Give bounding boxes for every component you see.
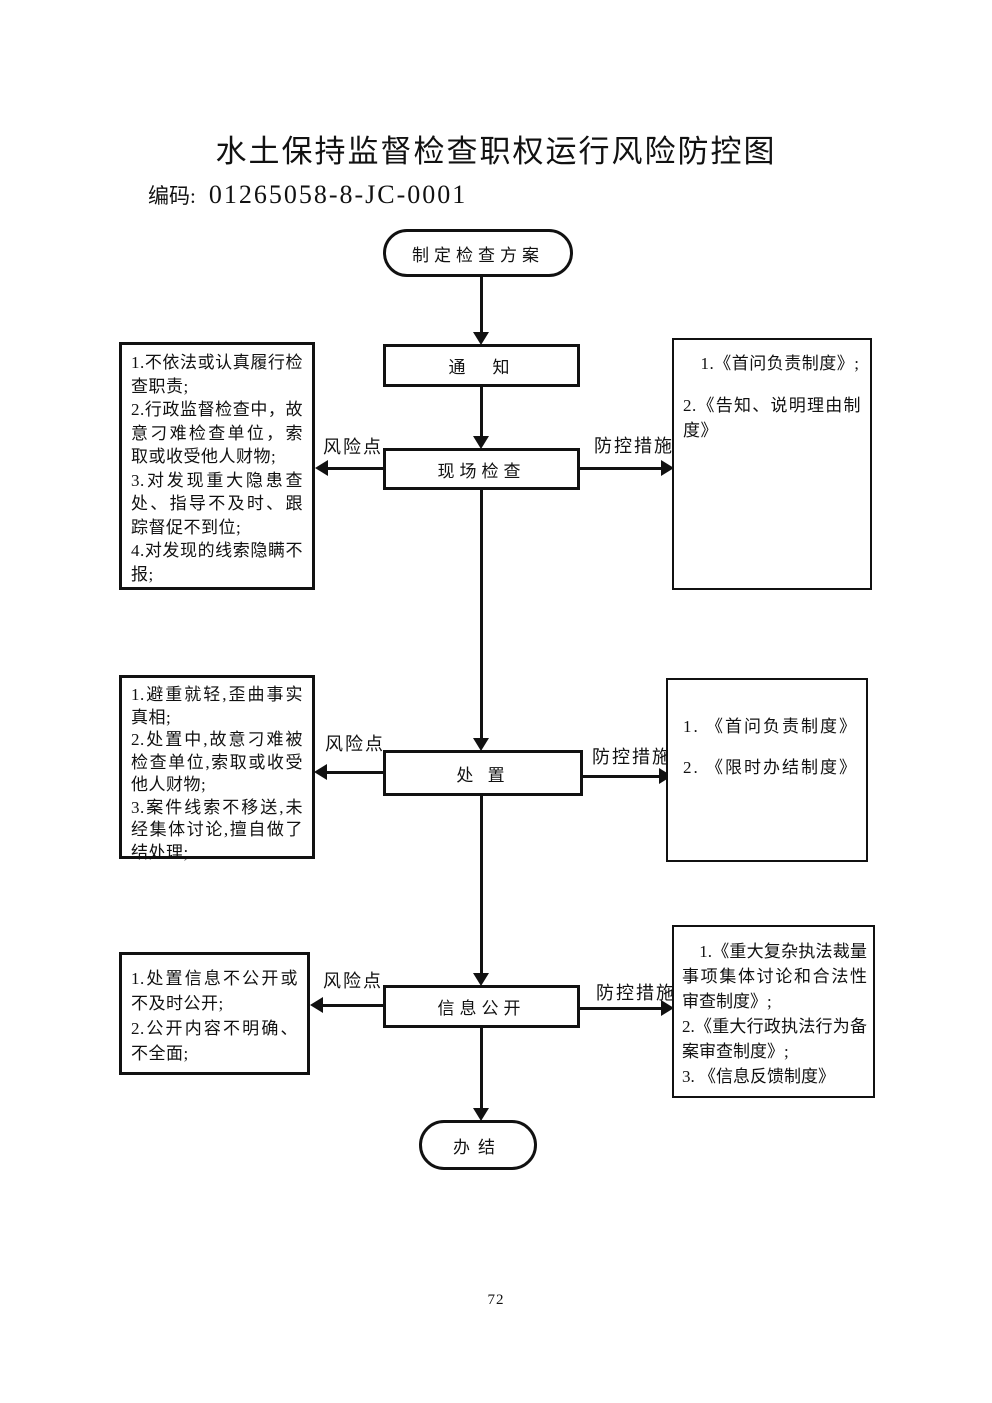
- risk-item: 3.案件线索不移送,未经集体讨论,擅自做了结处理;: [131, 797, 303, 862]
- control-label-publish: 防控措施: [596, 983, 676, 1003]
- control-box-publish: 1.《重大复杂执法裁量事项集体讨论和合法性审查制度》; 2.《重大行政执法行为备…: [672, 925, 875, 1098]
- flow-node-start: 制定检查方案: [383, 229, 573, 277]
- arrow-down-head: [473, 1108, 489, 1121]
- flow-node-end: 办结: [419, 1120, 537, 1170]
- risk-item: 1.处置信息不公开或不及时公开;: [131, 969, 298, 1013]
- arrow-shaft: [321, 1003, 384, 1007]
- flow-node-onsite-inspection: 现场检查: [383, 448, 580, 490]
- arrow-inspect-to-control-box: [579, 460, 674, 476]
- arrow-start-to-notify: [473, 277, 489, 345]
- control-box-dispose: 1. 《首问负责制度》 2. 《限时办结制度》: [666, 678, 868, 862]
- page-title: 水土保持监督检查职权运行风险防控图: [215, 134, 777, 169]
- page-number: 72: [487, 1292, 505, 1308]
- control-item: 2.《重大行政执法行为备案审查制度》;: [682, 1017, 867, 1061]
- arrow-shaft: [326, 466, 384, 470]
- arrow-dispose-to-control-box: [581, 768, 672, 784]
- control-label-inspect: 防控措施: [594, 436, 674, 456]
- document-code: 编码: 01265058-8-JC-0001: [148, 180, 467, 210]
- arrow-shaft: [579, 466, 663, 470]
- risk-item: 2.行政监督检查中，故意刁难检查单位，索取或收受他人财物;: [131, 400, 303, 466]
- risk-item: 1.避重就轻,歪曲事实真相;: [131, 685, 303, 727]
- arrow-down-head: [473, 738, 489, 751]
- arrow-dispose-to-publish: [473, 796, 489, 986]
- arrow-left-head: [315, 460, 328, 476]
- risk-label-dispose: 风险点: [325, 734, 385, 754]
- risk-box-publish: 1.处置信息不公开或不及时公开; 2.公开内容不明确、不全面;: [119, 952, 310, 1075]
- arrow-down-head: [473, 332, 489, 345]
- arrow-inspect-to-risk-box: [315, 460, 384, 476]
- code-label: 编码:: [148, 184, 196, 208]
- risk-item: 1.不依法或认真履行检查职责;: [131, 353, 303, 396]
- arrow-publish-to-risk-box: [310, 997, 384, 1013]
- risk-box-dispose: 1.避重就轻,歪曲事实真相; 2.处置中,故意刁难被检查单位,索取或收受他人财物…: [119, 675, 315, 862]
- arrow-left-head: [310, 997, 323, 1013]
- control-label-dispose: 防控措施: [592, 747, 672, 767]
- code-value: 01265058-8-JC-0001: [208, 180, 468, 209]
- arrow-shaft: [325, 770, 384, 774]
- risk-item: 3.对发现重大隐患查处、指导不及时、跟踪督促不到位;: [131, 470, 303, 537]
- arrow-shaft: [479, 277, 483, 334]
- arrow-down-head: [473, 436, 489, 449]
- arrow-publish-to-control-box: [579, 1000, 674, 1016]
- flow-node-disposal: 处 置: [383, 750, 583, 796]
- risk-item: 2.公开内容不明确、不全面;: [131, 1019, 298, 1063]
- arrow-down-head: [473, 973, 489, 986]
- flow-node-information-disclosure: 信息公开: [383, 985, 580, 1028]
- control-item: 1.《重大复杂执法裁量事项集体讨论和合法性审查制度》;: [682, 942, 867, 1011]
- arrow-right-head: [661, 1000, 674, 1016]
- arrow-right-head: [661, 460, 674, 476]
- control-item: 3. 《信息反馈制度》: [682, 1067, 835, 1086]
- arrow-shaft: [581, 774, 661, 778]
- risk-box-inspect: 1.不依法或认真履行检查职责; 2.行政监督检查中，故意刁难检查单位，索取或收受…: [119, 342, 315, 590]
- arrow-publish-to-end: [473, 1028, 489, 1121]
- control-item: 1.《首问负责制度》;: [683, 354, 860, 373]
- arrow-shaft: [479, 490, 483, 740]
- control-item: 2.《告知、说明理由制度》: [683, 396, 861, 440]
- control-item: 2. 《限时办结制度》: [683, 758, 858, 777]
- arrow-shaft: [479, 1028, 483, 1110]
- risk-label-inspect: 风险点: [323, 437, 383, 457]
- arrow-shaft: [479, 796, 483, 975]
- risk-label-publish: 风险点: [323, 971, 383, 991]
- arrow-dispose-to-risk-box: [314, 764, 384, 780]
- arrow-left-head: [314, 764, 327, 780]
- arrow-notify-to-inspect: [473, 387, 489, 449]
- arrow-shaft: [579, 1006, 663, 1010]
- control-box-inspect: 1.《首问负责制度》; 2.《告知、说明理由制度》: [672, 338, 872, 590]
- risk-item: 2.处置中,故意刁难被检查单位,索取或收受他人财物;: [131, 730, 303, 794]
- flow-node-notify: 通 知: [383, 344, 580, 387]
- risk-item: 4.对发现的线索隐瞒不报;: [131, 541, 303, 584]
- arrow-inspect-to-dispose: [473, 490, 489, 751]
- arrow-shaft: [479, 387, 483, 438]
- control-item: 1. 《首问负责制度》: [683, 717, 858, 736]
